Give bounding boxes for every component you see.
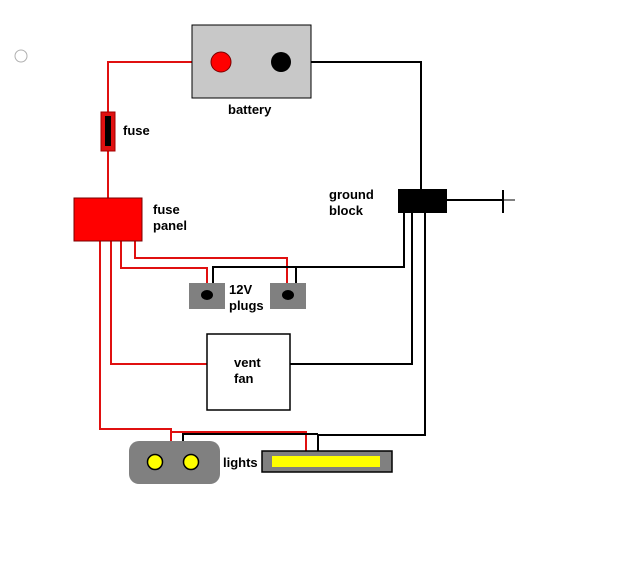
- inline-fuse-icon: [100, 111, 116, 152]
- fuse-panel-label-line-2: panel: [153, 218, 187, 233]
- ground-wire-battery-to-block: [281, 61, 422, 189]
- ground-wire-block-to-fan: [290, 212, 413, 365]
- battery-body: [191, 24, 312, 99]
- round-light-led-1: [146, 453, 164, 471]
- fuse-panel-label-line-1: fuse: [153, 202, 180, 217]
- fuse-label: fuse: [123, 123, 150, 138]
- vent-fan-box: [206, 333, 291, 411]
- ground-wire-plug-1-ground: [212, 266, 296, 283]
- led-light-icon: [129, 441, 220, 484]
- battery-negative-terminal: [271, 52, 291, 72]
- chassis-ground-icon: [495, 190, 515, 213]
- positive-wire-panel-to-light-bar: [170, 429, 307, 451]
- positive-wire-battery-to-fuse: [107, 61, 221, 112]
- ground-block-label-line-2: block: [329, 203, 363, 218]
- battery-icon: [191, 24, 312, 99]
- ground-block-box: [398, 189, 447, 213]
- ground-wire-block-to-light-bar: [317, 212, 426, 451]
- light-bar-icon: [261, 450, 393, 473]
- plugs-label-line-2: plugs: [229, 298, 264, 313]
- ground-block-label-line-1: ground: [329, 187, 374, 202]
- battery-label: battery: [228, 102, 272, 117]
- ground-wire-round-light: [182, 433, 318, 441]
- vent-fan-label-line-2: fan: [234, 371, 254, 386]
- round-light-led-2: [182, 453, 200, 471]
- light-bar-tube: [272, 456, 380, 467]
- radio-button-icon: [14, 49, 28, 63]
- lights-label: lights: [223, 455, 258, 470]
- ground-wires: [182, 61, 503, 451]
- positive-wire-panel-to-plug-1: [120, 241, 208, 283]
- plugs-label-line-1: 12V: [229, 282, 253, 297]
- vent-fan-label: vent fan: [234, 355, 261, 387]
- positive-wire-panel-to-fan: [110, 241, 207, 365]
- ground-wire-block-to-plugs: [295, 212, 405, 283]
- positive-wire-panel-to-plug-2: [134, 241, 288, 283]
- plugs-label: 12V plugs: [229, 282, 264, 314]
- vent-fan-label-line-1: vent: [234, 355, 261, 370]
- battery-positive-terminal: [210, 51, 232, 73]
- fuse-panel-box: [73, 197, 143, 242]
- positive-wires: [99, 61, 307, 451]
- ground-block-label: ground block: [329, 187, 374, 219]
- fuse-panel-label: fuse panel: [153, 202, 187, 234]
- round-light-body: [129, 441, 220, 484]
- 12v-socket-icon: [189, 283, 306, 309]
- positive-wire-panel-to-round-light: [99, 241, 172, 441]
- plug-2-socket: [282, 290, 294, 300]
- plug-1-socket: [201, 290, 213, 300]
